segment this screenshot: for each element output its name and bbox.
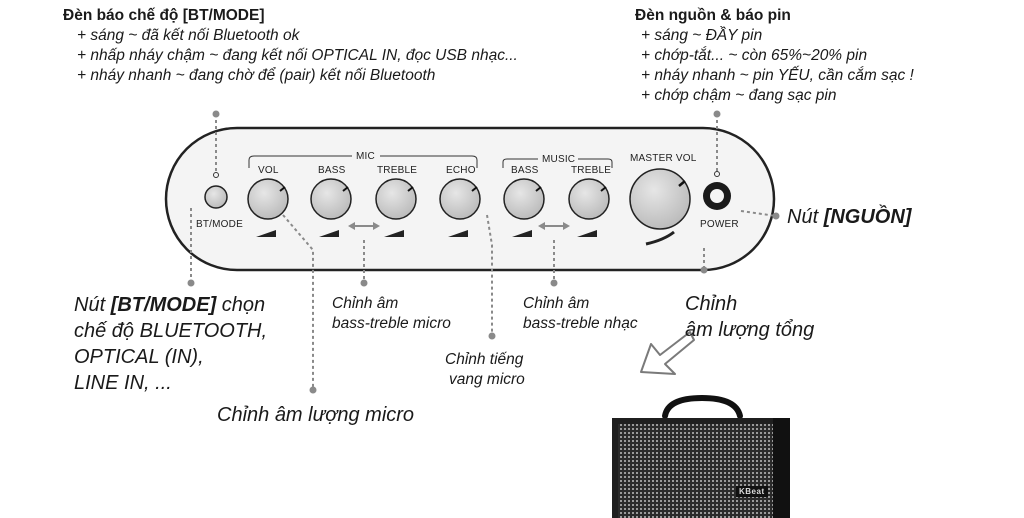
- mic-bass-treble-arrow: [348, 222, 380, 230]
- master-vol-label: MASTER VOL: [630, 153, 697, 164]
- power-callout-pre: Nút: [787, 206, 824, 228]
- mic-bass-treble-callout: Chỉnh âm bass-treble micro: [332, 294, 451, 334]
- mic-echo-callout: Chỉnh tiếng vang micro: [445, 350, 525, 390]
- btmode-led: [213, 172, 219, 178]
- mic-bass-treble-line-1: Chỉnh âm: [332, 295, 399, 312]
- btmode-label: BT/MODE: [196, 219, 243, 230]
- mic-bass-knob[interactable]: [310, 178, 352, 220]
- music-group-label: MUSIC: [542, 154, 576, 165]
- btmode-button-callout: Nút [BT/MODE] chọn chế độ BLUETOOTH, OPT…: [74, 292, 267, 396]
- music-bass-label: BASS: [511, 165, 539, 176]
- music-treble-knob[interactable]: [568, 178, 610, 220]
- speaker-brand-text: KBeat: [739, 487, 765, 496]
- power-indicator-note: Đèn nguồn & báo pin + sáng ~ ĐẦY pin + c…: [635, 6, 914, 106]
- mic-treble-knob[interactable]: [375, 178, 417, 220]
- btmode-callout-line-4: LINE IN, ...: [74, 372, 172, 394]
- leader-dots: [187, 110, 780, 394]
- btmode-indicator-title: Đèn báo chế độ [BT/MODE]: [63, 7, 265, 24]
- music-bass-knob[interactable]: [503, 178, 545, 220]
- pointer-arrow: [640, 331, 695, 375]
- btmode-indicator-line-1: + sáng ~ đã kết nối Bluetooth ok: [77, 27, 300, 44]
- power-led: [714, 171, 720, 177]
- speaker-illustration: [612, 394, 790, 518]
- btmode-button[interactable]: [204, 185, 228, 209]
- btmode-indicator-line-3: + nháy nhanh ~ đang chờ để (pair) kết nố…: [77, 67, 436, 84]
- power-button[interactable]: [703, 182, 731, 210]
- master-vol-arc: [645, 230, 675, 246]
- music-group-bracket: [502, 158, 613, 168]
- btmode-callout-pre: Nút: [74, 294, 111, 316]
- master-volume-callout: Chỉnh âm lượng tổng: [685, 291, 814, 343]
- mic-echo-knob[interactable]: [439, 178, 481, 220]
- music-bass-treble-line-1: Chỉnh âm: [523, 295, 590, 312]
- music-bass-treble-line-2: bass-treble nhạc: [523, 315, 638, 332]
- mic-echo-line-2: vang micro: [449, 371, 525, 388]
- power-indicator-title: Đèn nguồn & báo pin: [635, 7, 791, 24]
- music-bass-treble-callout: Chỉnh âm bass-treble nhạc: [523, 294, 638, 334]
- mic-echo-line-1: Chỉnh tiếng: [445, 351, 524, 368]
- music-bass-treble-arrow: [538, 222, 570, 230]
- master-volume-line-2: âm lượng tổng: [685, 319, 815, 341]
- power-callout-bold: [NGUỒN]: [823, 206, 912, 228]
- vol-label: VOL: [258, 165, 279, 176]
- power-indicator-line-1: + sáng ~ ĐẦY pin: [641, 27, 763, 44]
- btmode-callout-bold: [BT/MODE]: [110, 294, 217, 316]
- master-vol-knob[interactable]: [629, 168, 691, 230]
- btmode-indicator-line-2: + nhấp nháy chậm ~ đang kết nối OPTICAL …: [77, 47, 518, 64]
- btmode-callout-post: chọn: [216, 294, 266, 316]
- btmode-callout-line-2: chế độ BLUETOOTH,: [74, 320, 268, 342]
- master-volume-line-1: Chỉnh: [685, 293, 738, 315]
- mic-bass-treble-line-2: bass-treble micro: [332, 315, 451, 332]
- mic-treble-label: TREBLE: [377, 165, 418, 176]
- mic-bass-label: BASS: [318, 165, 346, 176]
- power-button-callout: Nút [NGUỒN]: [787, 204, 911, 230]
- mic-group-label: MIC: [356, 151, 375, 162]
- mic-volume-callout: Chỉnh âm lượng micro: [217, 404, 415, 426]
- power-label: POWER: [700, 219, 739, 230]
- speaker-brand-logo: KBeat: [736, 486, 768, 497]
- music-treble-label: TREBLE: [571, 165, 612, 176]
- leader-lines: [190, 114, 777, 390]
- mic-group-bracket: [248, 155, 478, 168]
- power-indicator-line-3: + nháy nhanh ~ pin YẾU, cần cắm sạc !: [641, 67, 914, 84]
- power-indicator-line-2: + chớp-tắt... ~ còn 65%~20% pin: [641, 47, 868, 64]
- power-indicator-line-4: + chớp chậm ~ đang sạc pin: [641, 87, 837, 104]
- echo-label: ECHO: [446, 165, 476, 176]
- level-wedges: [256, 230, 597, 237]
- mic-vol-knob[interactable]: [247, 178, 289, 220]
- btmode-indicator-note: Đèn báo chế độ [BT/MODE] + sáng ~ đã kết…: [63, 6, 518, 86]
- btmode-callout-line-3: OPTICAL (IN),: [74, 346, 204, 368]
